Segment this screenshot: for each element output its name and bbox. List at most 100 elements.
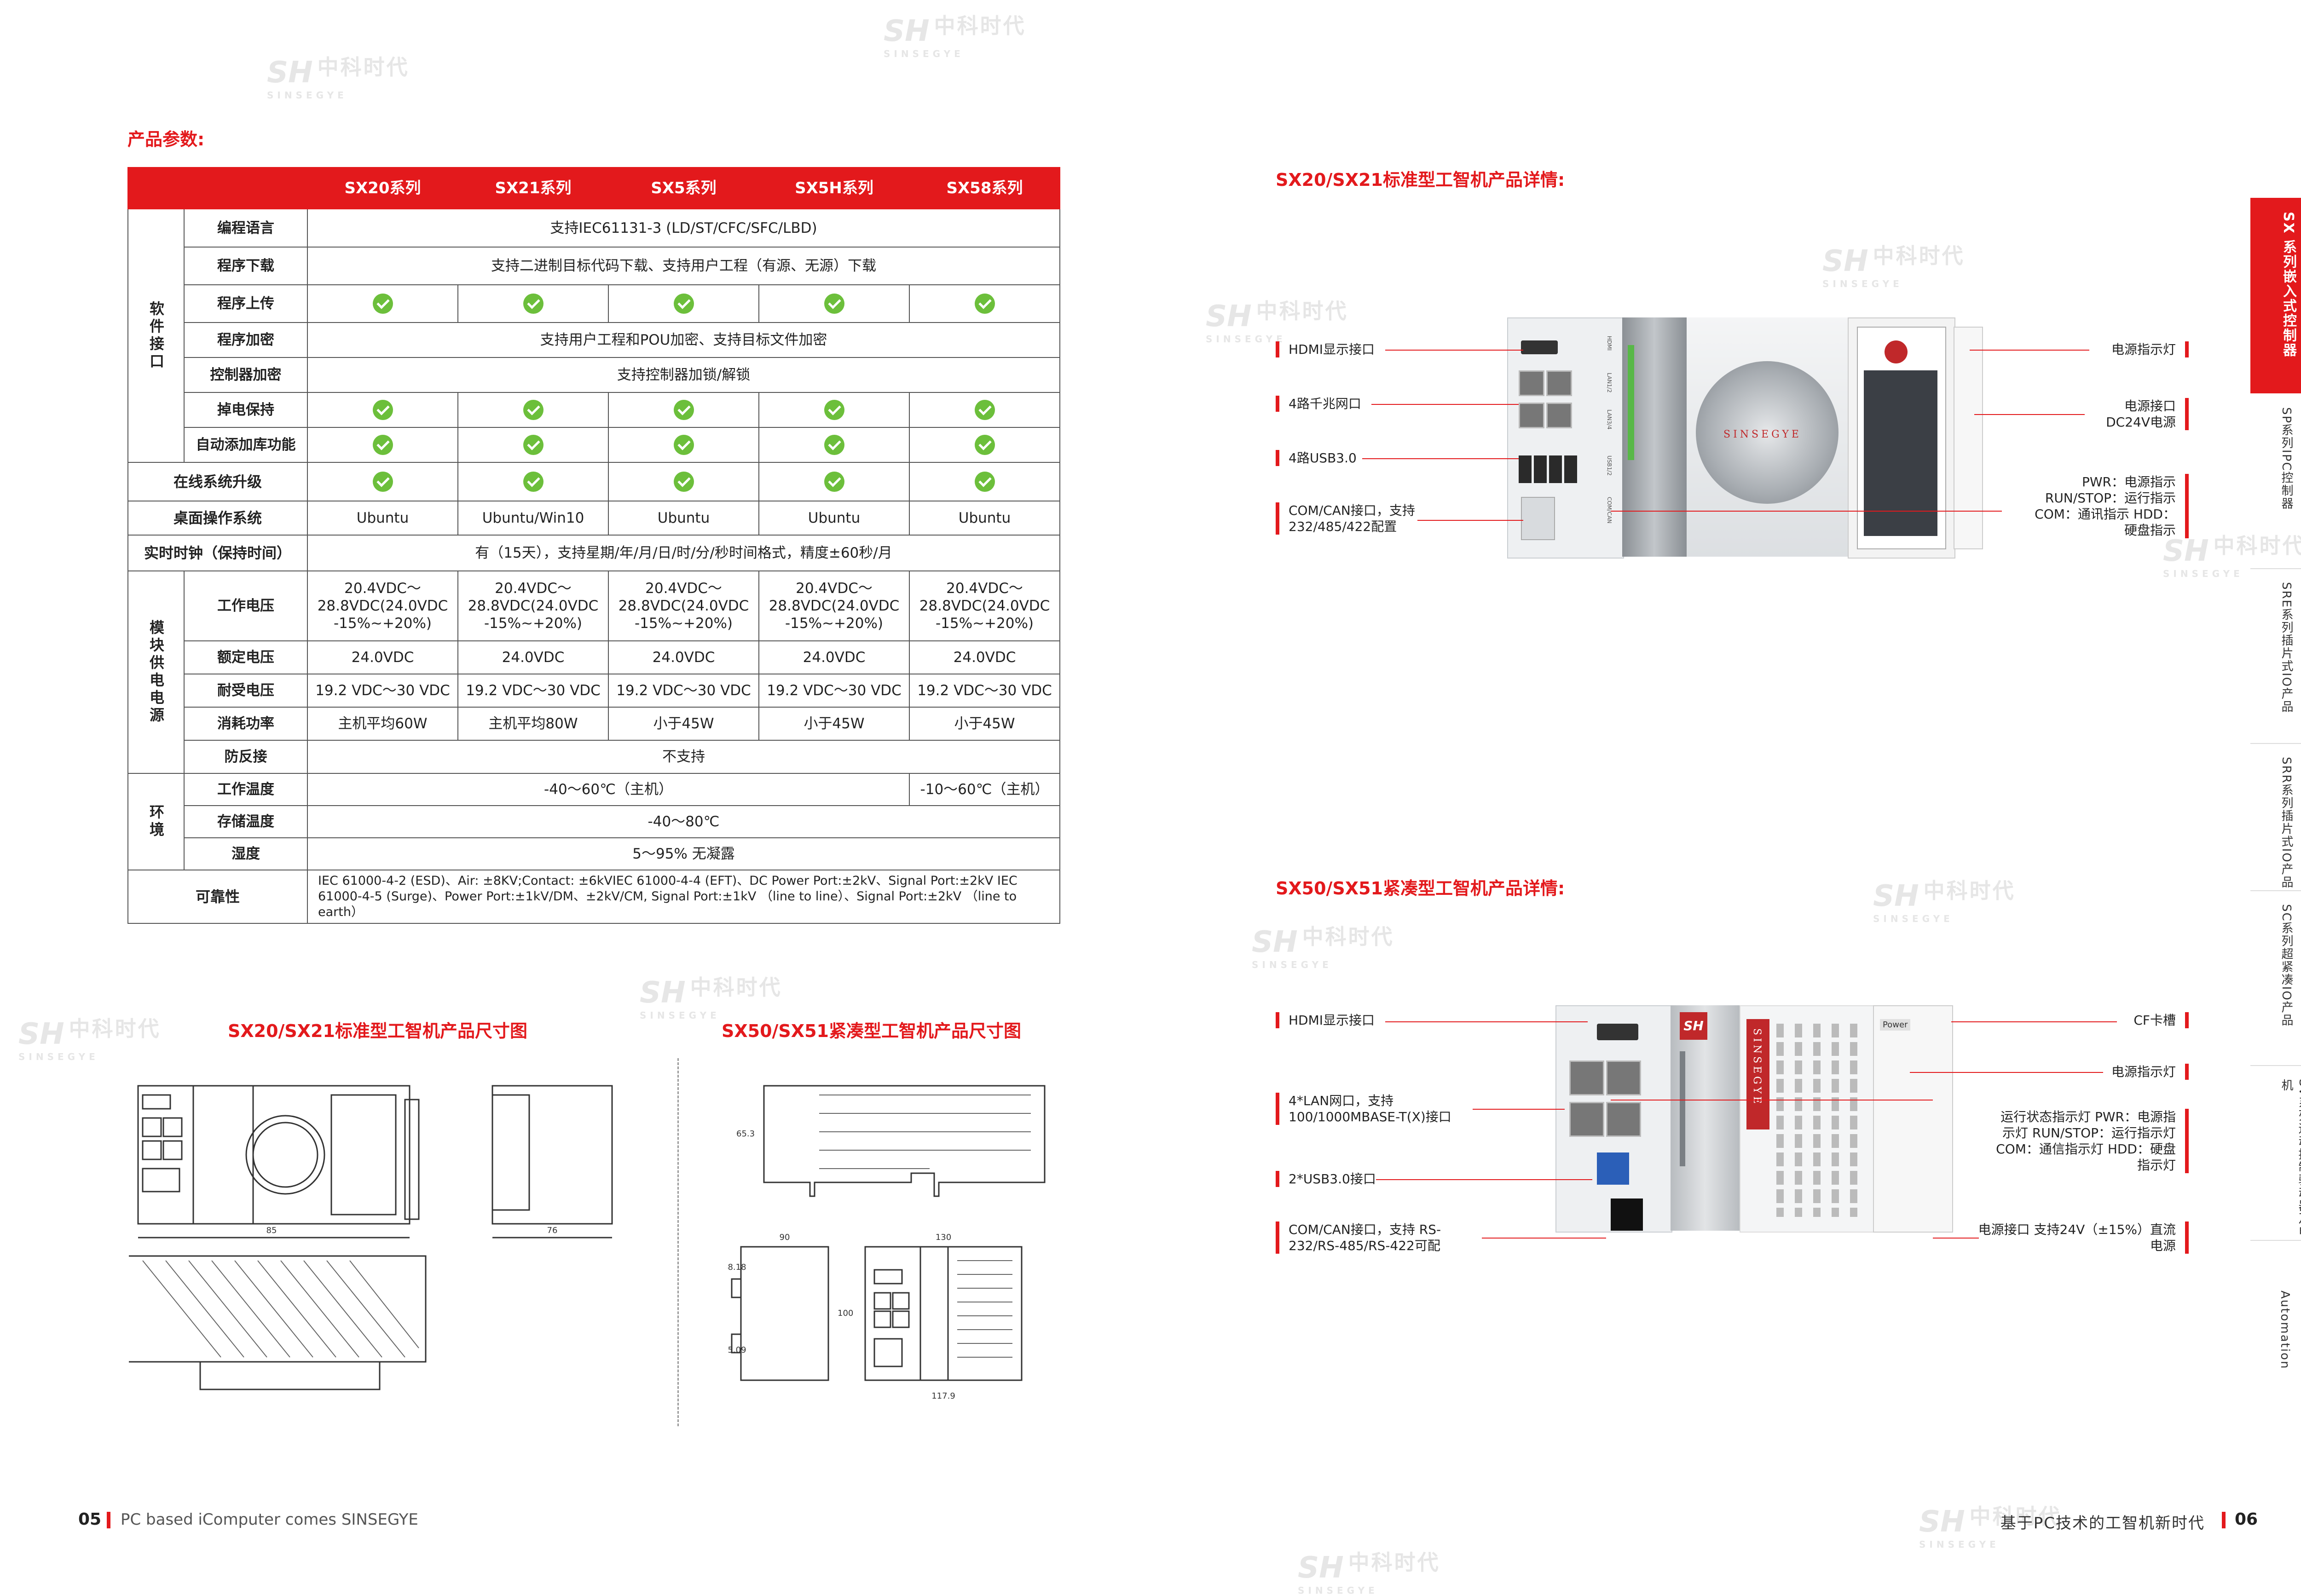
- callout-leader: [1974, 414, 2085, 415]
- category-environment: 环境: [127, 773, 185, 870]
- cell-check: [307, 462, 458, 501]
- table-row: 存储温度 -40～80℃: [128, 805, 1060, 838]
- cell-value: Ubuntu: [608, 501, 759, 536]
- callout-leader: [1933, 1238, 1979, 1239]
- cell-value: 24.0VDC: [457, 640, 609, 674]
- status-led-strip: [1628, 345, 1634, 460]
- check-icon: [824, 294, 844, 314]
- dimension-drawing-sx20: 85 76: [129, 1085, 613, 1390]
- nav-tab-srr[interactable]: SRR系列插片式IO产品: [2250, 743, 2301, 891]
- device-slot: [1680, 1051, 1685, 1166]
- cell-value: 小于45W: [758, 707, 910, 741]
- cell-check: [608, 427, 759, 463]
- nav-tab-label: SP系列IPC控制器: [2279, 407, 2293, 510]
- table-row: 可靠性 IEC 61000-4-2 (ESD)、Air: ±8KV;Contac…: [127, 870, 1060, 924]
- nav-tab-label: SX 系列嵌入式控制器: [2280, 212, 2296, 358]
- header-sx21: SX21系列: [457, 167, 609, 209]
- cell-check: [457, 462, 609, 501]
- check-icon: [974, 294, 995, 314]
- category-power: 模块供电电源: [127, 570, 185, 774]
- device-sx50-image: SH SINSEGYE Power: [1555, 1005, 1953, 1233]
- usb-port: [1549, 455, 1562, 483]
- power-terminal: [1873, 1005, 1953, 1233]
- header-sx5h: SX5H系列: [758, 167, 910, 209]
- check-icon: [372, 400, 393, 420]
- cell-value: -40～80℃: [307, 805, 1060, 838]
- cell-value: 支持控制器加锁/解锁: [307, 357, 1060, 393]
- cell-value: 20.4VDC～ 28.8VDC(24.0VDC -15%~+20%): [457, 570, 609, 641]
- cell-check: [608, 462, 759, 501]
- callout-power-led: 电源指示灯: [2111, 1064, 2189, 1080]
- row-label: 桌面操作系统: [127, 501, 308, 536]
- port-label: COM/CAN: [1606, 497, 1613, 524]
- table-row: 在线系统升级: [127, 462, 1060, 501]
- nav-tab-sre[interactable]: SRE系列插片式IO产品: [2250, 568, 2301, 744]
- callout-power-led: 电源指示灯: [2111, 341, 2189, 357]
- check-icon: [824, 435, 844, 455]
- lan-port: [1519, 370, 1544, 396]
- cell-check: [457, 427, 609, 463]
- cell-value: 20.4VDC～ 28.8VDC(24.0VDC -15%~+20%): [608, 570, 759, 641]
- table-row: 模块供电电源 工作电压 20.4VDC～ 28.8VDC(24.0VDC -15…: [127, 570, 1060, 774]
- dim-label: 35.09: [727, 1345, 746, 1355]
- check-icon: [372, 435, 393, 455]
- cell-value: 20.4VDC～ 28.8VDC(24.0VDC -15%~+20%): [758, 570, 910, 641]
- cell-value: Ubuntu: [758, 501, 910, 536]
- device-screen: [1864, 370, 1937, 536]
- callout-hdmi: HDMI显示接口: [1276, 1012, 1375, 1028]
- nav-tab-automation[interactable]: Automation: [2250, 1240, 2301, 1406]
- cell-value: -40～60℃（主机）: [307, 773, 910, 806]
- dim-label: 65.3: [736, 1129, 755, 1139]
- device-brand: SINSEGYE: [1751, 1028, 1763, 1106]
- nav-tab-sv[interactable]: SV系列运动控制驱动器及电机: [2250, 1065, 2301, 1241]
- nav-tab-sp[interactable]: SP系列IPC控制器: [2250, 393, 2301, 569]
- callout-leader: [1371, 404, 1519, 405]
- usb-port: [1519, 455, 1532, 483]
- row-label: 湿度: [184, 837, 308, 870]
- cell-check: [758, 392, 910, 428]
- check-icon: [523, 435, 543, 455]
- check-icon: [974, 472, 995, 492]
- cell-check: [608, 284, 759, 323]
- brand-logo-icon: SH: [1680, 1012, 1707, 1040]
- callout-hdmi: HDMI显示接口: [1276, 341, 1375, 357]
- table-row: 环境 工作温度 -40～60℃（主机） -10～60℃（主机）: [127, 773, 1060, 870]
- row-label: 自动添加库功能: [184, 427, 308, 463]
- nav-tab-sx[interactable]: SX 系列嵌入式控制器: [2250, 198, 2301, 393]
- cell-value: 20.4VDC～ 28.8VDC(24.0VDC -15%~+20%): [909, 570, 1060, 641]
- lan-port: [1569, 1102, 1604, 1137]
- lan-port: [1606, 1060, 1641, 1095]
- cell-value: 5～95% 无凝露: [307, 837, 1060, 870]
- lan-port: [1569, 1060, 1604, 1095]
- cell-check: [608, 392, 759, 428]
- table-row: 防反接 不支持: [128, 740, 1060, 774]
- callout-leader: [1473, 1109, 1565, 1110]
- table-row: 桌面操作系统 Ubuntu Ubuntu/Win10 Ubuntu Ubuntu…: [127, 501, 1060, 536]
- vent-slots: [1776, 1024, 1784, 1217]
- check-icon: [523, 294, 543, 314]
- nav-tab-sc[interactable]: SC系列超紧凑IO产品: [2250, 890, 2301, 1066]
- cell-value: -10～60℃（主机）: [909, 773, 1060, 806]
- device-brand-strip: [1746, 1019, 1769, 1129]
- callout-leader: [1362, 458, 1519, 459]
- row-label: 程序下载: [184, 247, 308, 285]
- check-icon: [673, 294, 694, 314]
- cell-check: [758, 284, 910, 323]
- callout-usb: 4路USB3.0: [1276, 450, 1357, 466]
- cell-check: [307, 284, 458, 323]
- com-can-port: [1521, 497, 1555, 540]
- check-icon: [824, 400, 844, 420]
- lan-port: [1606, 1102, 1641, 1137]
- cell-check: [909, 427, 1060, 463]
- cell-value: 主机平均60W: [307, 707, 458, 741]
- row-label: 防反接: [184, 740, 308, 774]
- cell-value: 19.2 VDC～30 VDC: [608, 674, 759, 708]
- cell-check: [758, 427, 910, 463]
- dim-label: 117.9: [931, 1391, 955, 1401]
- check-icon: [523, 472, 543, 492]
